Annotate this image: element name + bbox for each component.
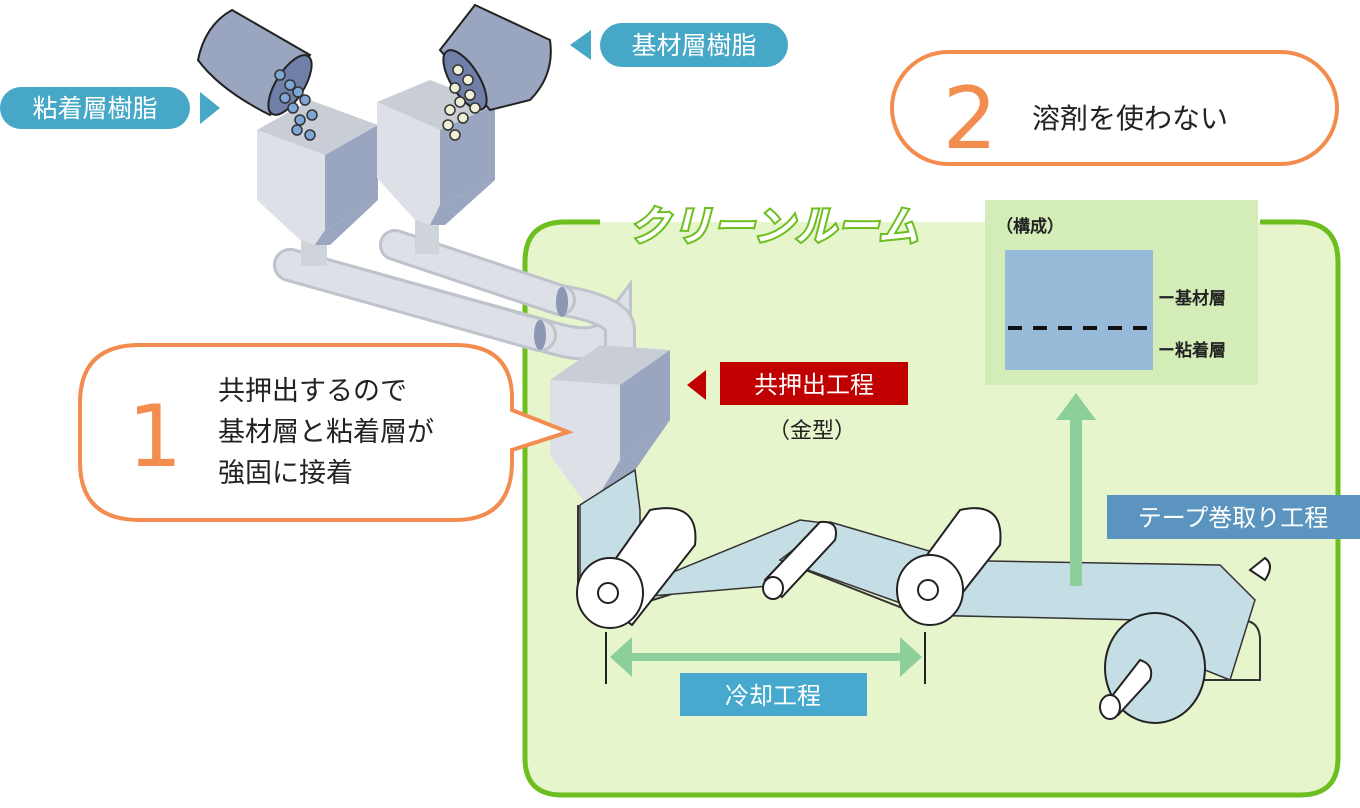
winding-up-arrow [1056,393,1096,586]
pellet [287,102,299,114]
pellet [462,74,474,86]
pellet [274,69,286,81]
arrow-left-icon [687,370,706,400]
structure-title: （構成） [996,216,1064,237]
callout-1-number: 1 [128,387,183,487]
pellet [291,124,303,136]
pellet [449,82,461,94]
pellet [454,96,466,108]
die-text: （金型） [768,419,856,444]
pellet [457,112,469,124]
callout-2: 2 溶剤を使わない [890,50,1339,169]
layer-label-adhesive: ー粘着層 [1158,340,1226,361]
pellet [464,89,476,101]
coextrusion-text: 共押出工程 [754,371,874,399]
arrow-up-icon [1056,393,1096,420]
callout-1-line-3: 強固に接着 [218,458,353,489]
arrow-right-icon [200,92,220,124]
arrow-right-icon [900,637,922,677]
pellet [306,109,318,121]
clean-room-title: クリーンルーム [630,204,921,250]
resin-pellets [274,64,481,141]
base-resin-text: 基材層樹脂 [631,31,756,60]
hopper-adhesive [257,100,378,245]
arrow-left-icon [570,30,591,60]
layer-label-base: ー基材層 [1158,288,1226,309]
chill-roller-2 [896,507,1002,626]
cooling-process-label: 冷却工程 [680,673,867,716]
tape-winding-label: テープ巻取り工程 [1107,495,1360,539]
pellet [304,129,316,141]
callout-2-number: 2 [943,69,998,169]
pellet [292,86,304,98]
base-resin-label: 基材層樹脂 [570,23,788,67]
layer-block [1005,250,1153,370]
adhesive-resin-text: 粘着層樹脂 [32,94,157,123]
pellet [469,102,481,114]
arrow-left-icon [610,637,632,677]
feed-pipes [273,220,636,372]
callout-1: 1 共押出するので 基材層と粘着層が 強固に接着 [78,343,574,522]
coextrusion-label: 共押出工程 （金型） [687,362,908,444]
pellet [444,104,456,116]
pellet [279,92,291,104]
callout-2-text: 溶剤を使わない [1032,102,1228,135]
adhesive-resin-label: 粘着層樹脂 [0,87,220,129]
cooling-process-text: 冷却工程 [725,682,821,710]
pellet [299,94,311,106]
pellet [284,79,296,91]
layer-structure-panel: （構成） ー基材層 ー粘着層 [985,200,1258,385]
pellet [442,119,454,131]
pellet [449,129,461,141]
guide-roller [762,520,837,600]
callout-1-line-2: 基材層と粘着層が [218,417,434,448]
pellet [452,64,464,76]
chill-roller-1 [576,507,697,629]
extrusion-die [550,345,670,510]
tape-winding-text: テープ巻取り工程 [1138,504,1329,532]
cooling-range [605,632,926,684]
callout-1-line-1: 共押出するので [218,376,407,407]
winding-roll [1099,556,1271,724]
pellet [294,114,306,126]
